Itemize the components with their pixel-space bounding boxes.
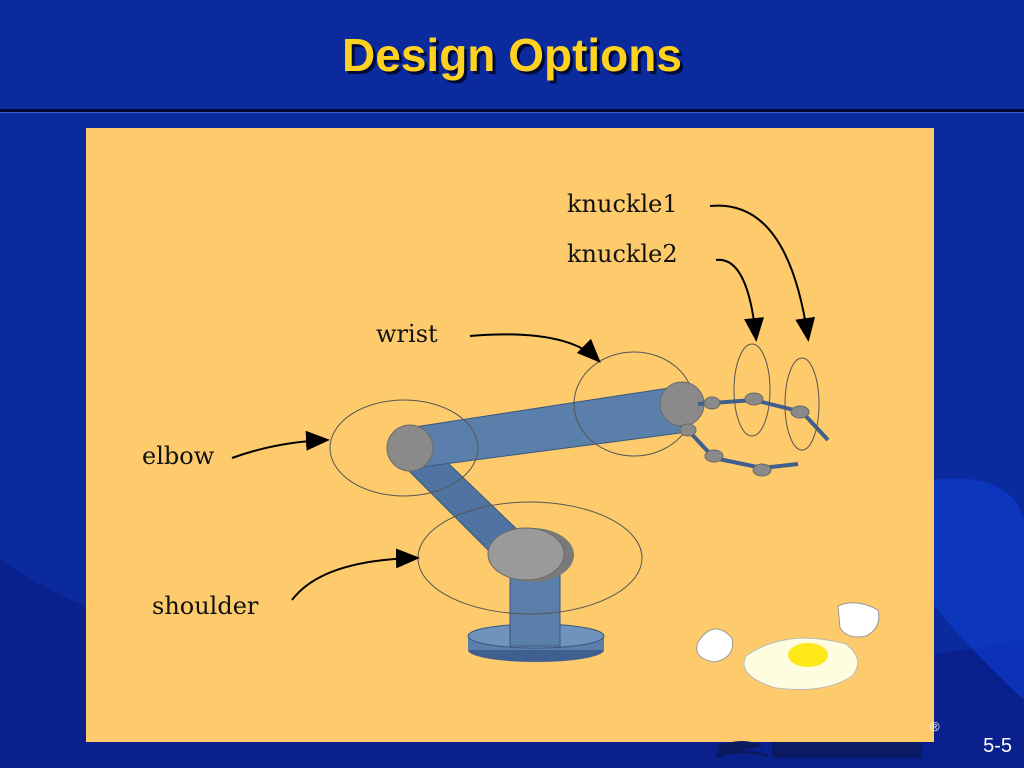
label-shoulder: shoulder — [152, 592, 259, 620]
registered-mark: ® — [930, 719, 940, 734]
elbow-ring — [329, 399, 479, 497]
knuckle1-ring — [784, 357, 820, 451]
robot-arm-diagram — [231, 204, 880, 690]
page-number: 5-5 — [983, 735, 1012, 757]
wind-river-logo-icon — [715, 741, 922, 758]
title-divider — [0, 109, 1024, 112]
eggs — [696, 602, 880, 690]
label-arrows — [231, 204, 816, 601]
label-elbow: elbow — [142, 442, 215, 470]
slide-title: Design Options — [342, 29, 682, 81]
finger-joints — [679, 392, 810, 477]
forearm — [407, 385, 689, 469]
title-divider-highlight — [0, 112, 1024, 113]
label-wrist: wrist — [376, 320, 438, 348]
gripper — [684, 397, 830, 471]
shoulder-joint — [487, 527, 565, 581]
diagram-panel: knuckle1 knuckle2 wrist elbow shoulder — [86, 128, 934, 742]
elbow-joint — [386, 424, 434, 472]
knuckle2-ring — [733, 343, 771, 437]
label-knuckle1: knuckle1 — [567, 190, 678, 218]
label-knuckle2: knuckle2 — [567, 240, 678, 268]
wrist-joint — [659, 381, 705, 427]
